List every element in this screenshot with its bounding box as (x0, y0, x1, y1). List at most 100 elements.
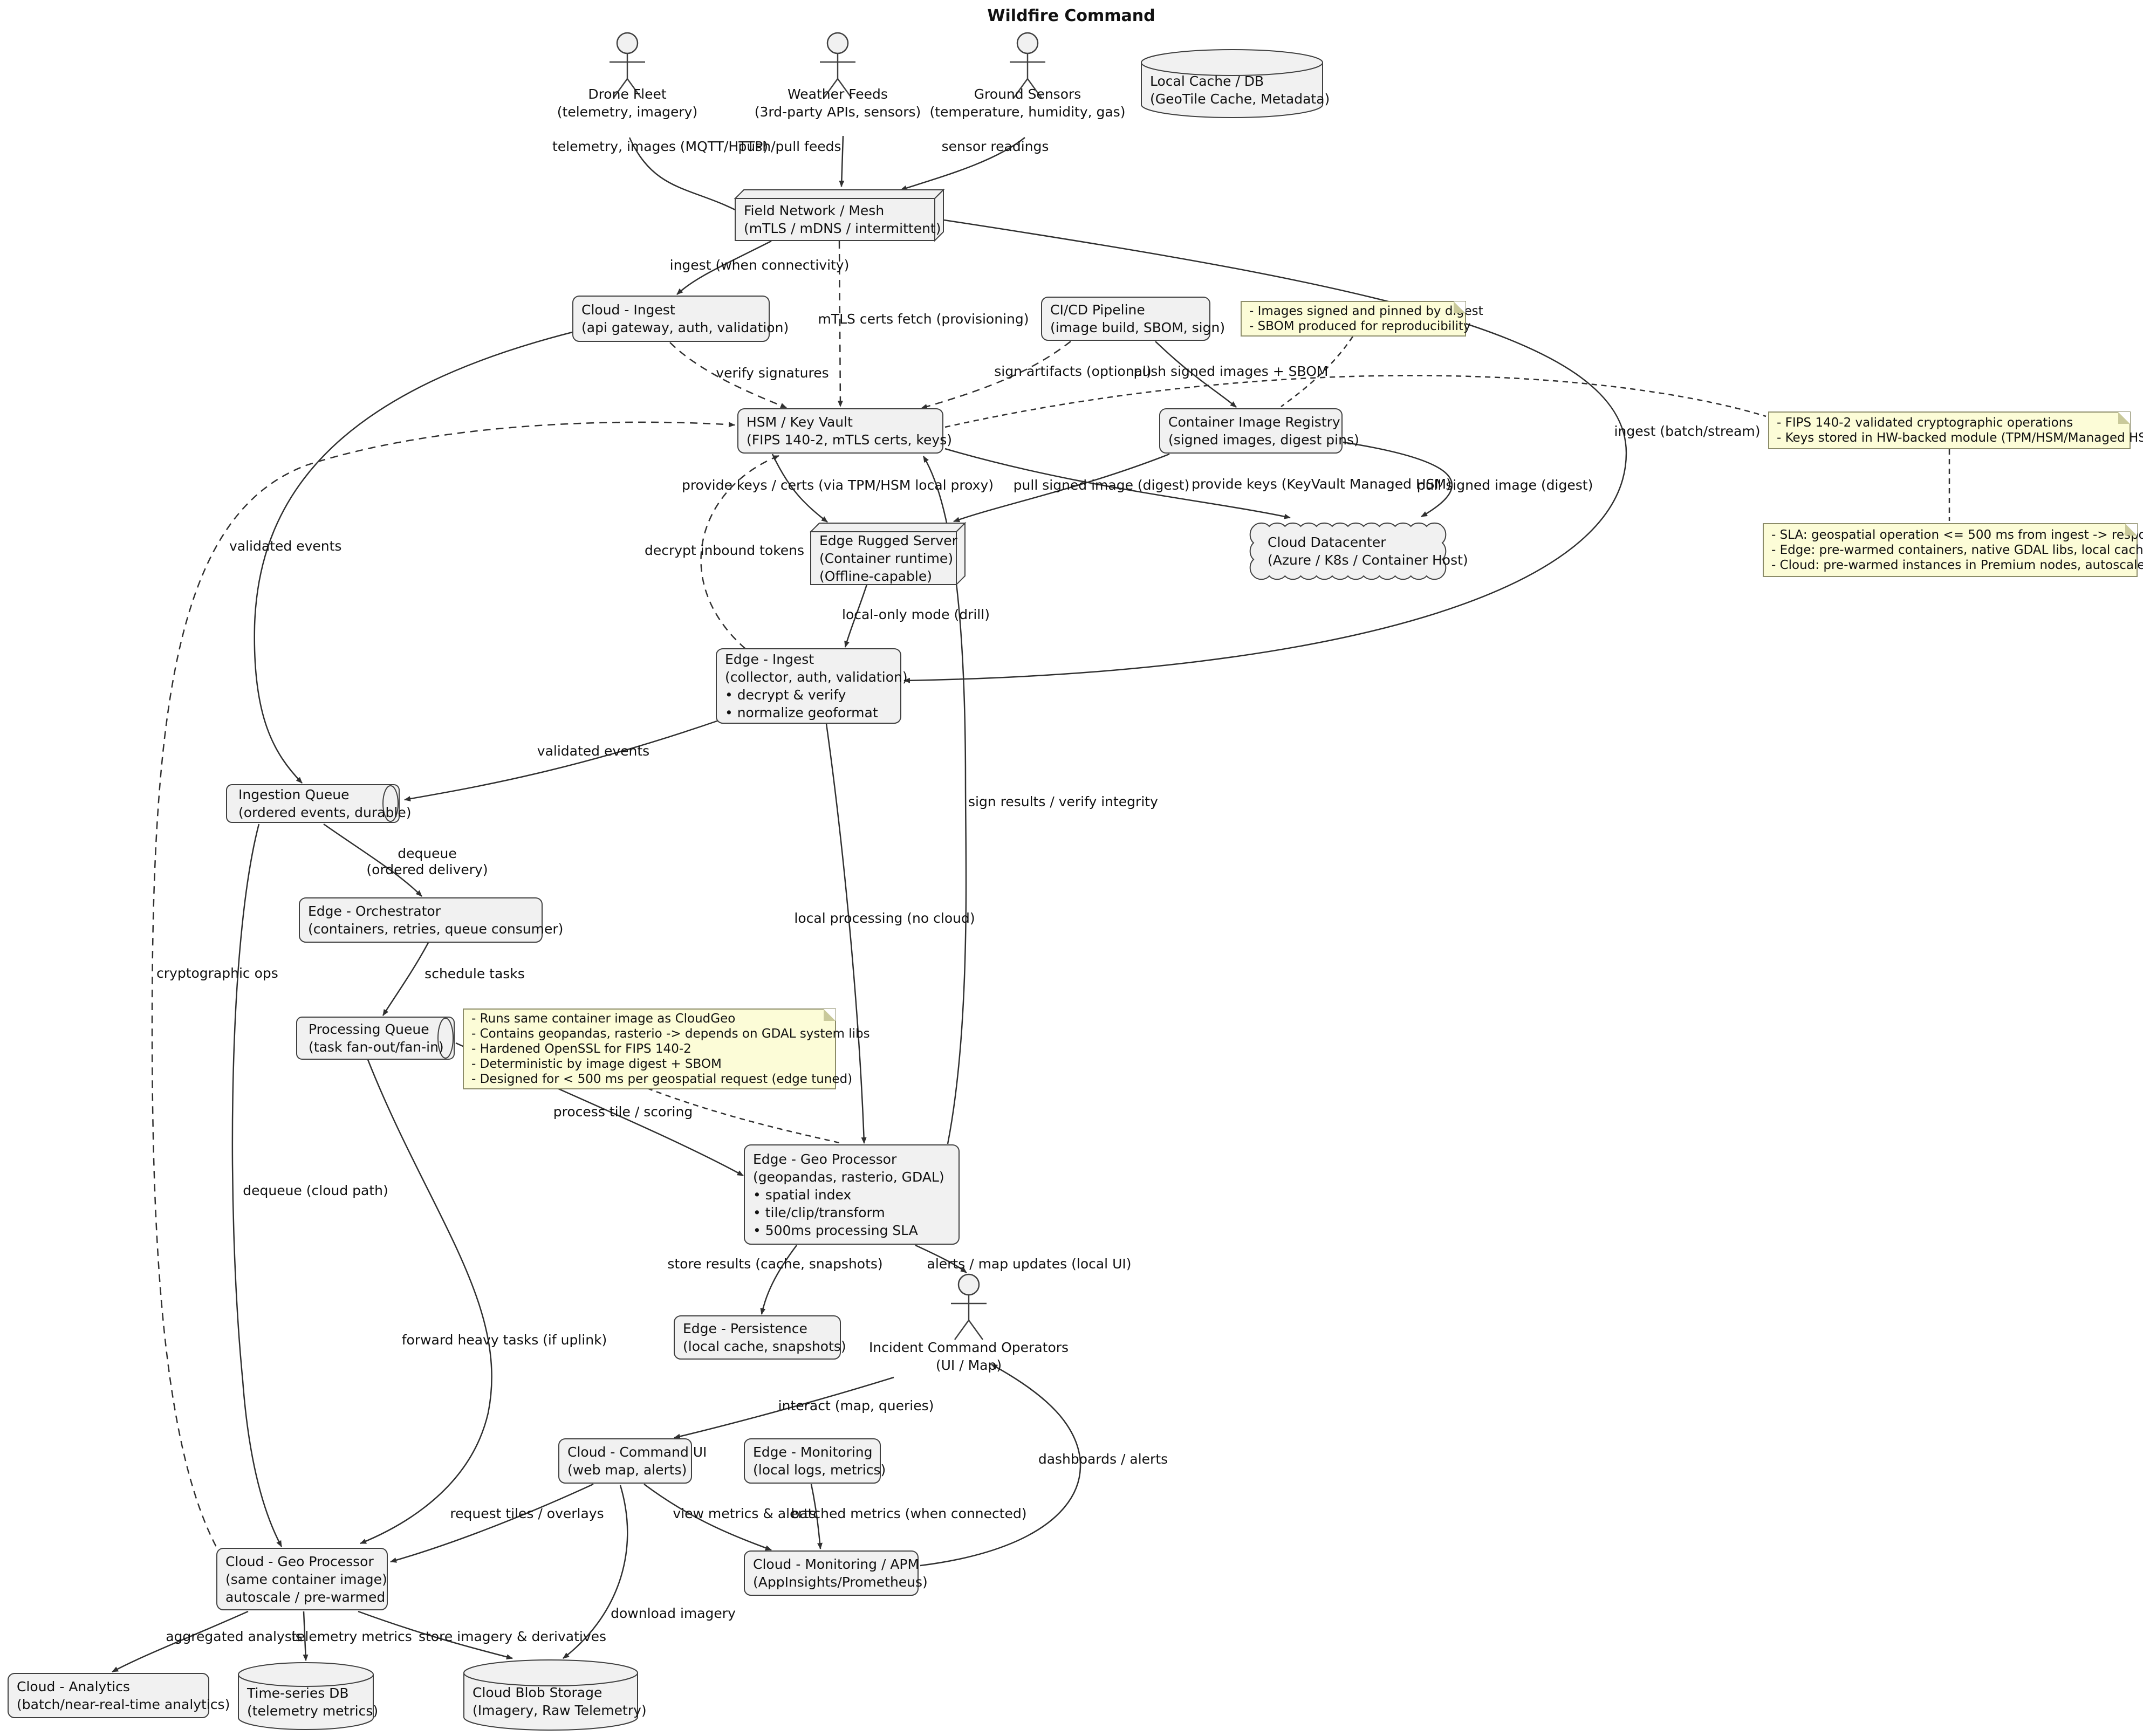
node-tsdb-label: Time-series DB (247, 1685, 349, 1701)
node-noted: - Runs same container image as CloudGeo-… (463, 1008, 870, 1089)
node-cicd-shape (1041, 297, 1210, 341)
node-procq-shape (296, 1017, 455, 1060)
node-edgepersist-label: (local cache, snapshots) (683, 1339, 846, 1354)
node-cloudui-shape (558, 1438, 692, 1484)
edge-label-g3: alerts / map updates (local UI) (927, 1256, 1132, 1272)
node-noteb: - FIPS 140-2 validated cryptographic ope… (1768, 411, 2143, 449)
node-cloudui-label: Cloud - Command UI (567, 1444, 707, 1460)
edge-label-c2: validated events (229, 538, 341, 554)
edge-cg1 (112, 1610, 249, 1673)
edge-label-f1-line: ingest (when connectivity) (669, 257, 850, 273)
edge-label-cg4-line: cryptographic ops (156, 965, 278, 981)
edge-r2 (1343, 441, 1453, 518)
edge-label-q2: dequeue (cloud path) (243, 1183, 388, 1199)
edge-ei3 (825, 723, 867, 1144)
node-edgerugged-label: Edge Rugged Server (819, 532, 957, 548)
edge-label-f1: ingest (when connectivity) (670, 257, 850, 273)
node-notea: - Images signed and pinned by digest- SB… (1241, 301, 1483, 337)
node-cloudingest-label: Cloud - Ingest (581, 302, 675, 318)
edge-h2 (944, 448, 1291, 519)
edge-c1 (669, 342, 787, 409)
edge-f2 (837, 241, 843, 407)
edge-label-t2: push/pull feeds (738, 139, 841, 155)
node-registry-label: (signed images, digest pins) (1168, 432, 1359, 448)
node-operators-label: (UI / Map) (935, 1357, 1002, 1373)
node-notec-label: - SLA: geospatial operation <= 500 ms fr… (1771, 528, 2143, 542)
node-tsdb-shape (238, 1662, 374, 1730)
edge-label-f2: mTLS certs fetch (provisioning) (818, 311, 1029, 327)
edge-label-op1: interact (map, queries) (778, 1398, 934, 1414)
node-procq-label: Processing Queue (309, 1021, 429, 1037)
node-cloudingest-label: (api gateway, auth, validation) (581, 320, 789, 335)
edge-f3 (903, 219, 1627, 683)
edge-n4 (647, 1087, 840, 1144)
edge-q2 (231, 824, 283, 1547)
node-procq: Processing Queue(task fan-out/fan-in) (297, 1017, 454, 1059)
edge-q1 (323, 823, 422, 897)
edge-h1 (771, 454, 828, 523)
edge-label-r1: pull signed image (digest) (1014, 477, 1190, 493)
node-edgegeo-label: • 500ms processing SLA (753, 1222, 918, 1238)
edge-label-h1: provide keys / certs (via TPM/HSM local … (682, 477, 994, 493)
edge-label-q1-line: (ordered delivery) (366, 862, 488, 877)
edge-label-r2-line: pull signed image (digest) (1416, 477, 1593, 493)
edge-label-ei1-line: decrypt inbound tokens (644, 543, 805, 558)
node-drone-label: (telemetry, imagery) (557, 104, 698, 120)
node-notea-label: - SBOM produced for reproducibility (1249, 319, 1471, 333)
node-edgegeo-shape (744, 1144, 960, 1245)
node-cloudui: Cloud - Command UI(web map, alerts) (559, 1439, 707, 1483)
edge-label-g3-line: alerts / map updates (local UI) (927, 1256, 1132, 1272)
edge-label-u3: download imagery (611, 1605, 736, 1622)
node-ingestq-label: (ordered events, durable) (238, 805, 412, 820)
edge-label-em1-line: batched metrics (when connected) (791, 1506, 1027, 1521)
edge-label-m1: dashboards / alerts (1038, 1451, 1168, 1467)
edge-em1 (810, 1484, 823, 1549)
edge-u3 (563, 1485, 628, 1659)
node-ground-label: Ground Sensors (974, 86, 1081, 102)
node-weather-label: (3rd-party APIs, sensors) (754, 104, 921, 120)
node-noteb-label: - Keys stored in HW-backed module (TPM/H… (1777, 431, 2143, 445)
edge-label-u2: view metrics & alerts (673, 1506, 816, 1522)
edge-label-g2: store results (cache, snapshots) (667, 1256, 882, 1272)
node-blob-shape (463, 1659, 638, 1731)
node-operators-shape (951, 1273, 987, 1340)
node-cloudanalytics-label: (batch/near-real-time analytics) (17, 1697, 230, 1712)
node-edgemon-label: (local logs, metrics) (753, 1462, 886, 1478)
node-weather-label: Weather Feeds (788, 86, 888, 102)
edge-u2 (643, 1483, 772, 1551)
node-localcache-shape (1141, 49, 1323, 118)
edge-label-u2-line: view metrics & alerts (673, 1506, 816, 1521)
node-edgerugged-label: (Container runtime) (819, 550, 954, 566)
node-notec: - SLA: geospatial operation <= 500 ms fr… (1763, 523, 2143, 577)
edge-r1 (953, 453, 1170, 523)
node-tsdb-label: (telemetry metrics) (247, 1703, 379, 1719)
edge-label-p2: forward heavy tasks (if uplink) (402, 1332, 607, 1348)
node-edgemon-label: Edge - Monitoring (753, 1444, 873, 1460)
edge-label-cg2-line: telemetry metrics (291, 1629, 412, 1644)
edge-t1 (628, 137, 745, 216)
edge-t3 (900, 137, 1025, 191)
node-noted-label: - Hardened OpenSSL for FIPS 140-2 (471, 1042, 691, 1056)
node-cloudmon-shape (744, 1550, 919, 1596)
edge-label-f3-line: ingest (batch/stream) (1614, 423, 1761, 439)
edge-label-p1-line: process tile / scoring (553, 1104, 693, 1120)
edge-label-u1: request tiles / overlays (450, 1506, 604, 1522)
node-blob-label: (Imagery, Raw Telemetry) (473, 1703, 647, 1718)
edge-label-ei3: local processing (no cloud) (794, 910, 975, 927)
node-edgegeo-label: • tile/clip/transform (753, 1204, 885, 1220)
edge-cg2 (303, 1611, 309, 1661)
node-cicd-label: CI/CD Pipeline (1050, 302, 1145, 318)
node-cicd-label: (image build, SBOM, sign) (1050, 320, 1225, 335)
edge-n2 (944, 375, 1767, 428)
node-blob: Cloud Blob Storage(Imagery, Raw Telemetr… (464, 1673, 647, 1730)
node-ground: Ground Sensors(temperature, humidity, ga… (903, 85, 1152, 121)
edge-label-em1: batched metrics (when connected) (791, 1506, 1026, 1522)
edge-label-cg3: store imagery & derivatives (419, 1629, 606, 1645)
node-notea-label: - Images signed and pinned by digest (1249, 304, 1483, 318)
node-edgerugged-shape (809, 522, 967, 586)
node-noted-label: - Designed for < 500 ms per geospatial r… (471, 1072, 853, 1086)
edge-cg3 (358, 1610, 513, 1660)
edge-label-er1-line: local-only mode (drill) (842, 607, 990, 622)
